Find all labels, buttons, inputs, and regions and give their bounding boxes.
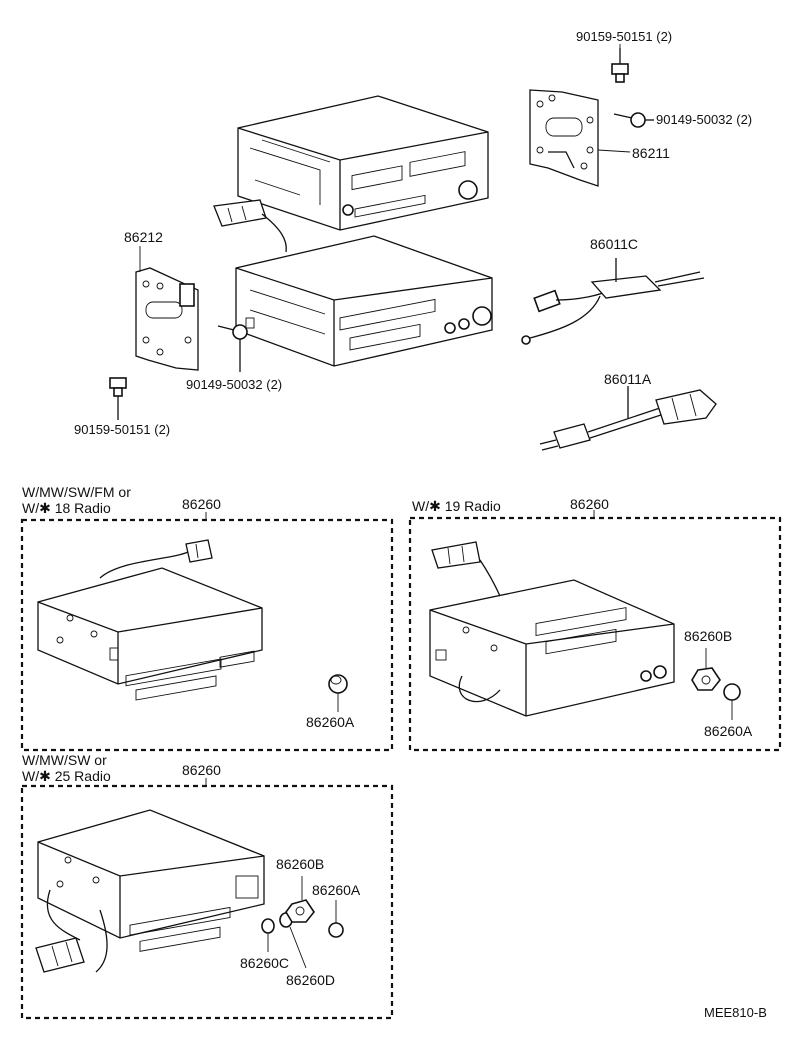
label-screw-left: 90149-50032 (2) [186,377,282,392]
radio-unit-box1 [37,539,263,701]
box-2-knob-b-label: 86260B [684,628,732,644]
box-1-frame [20,518,394,752]
bolt-left [109,377,127,420]
knob-86260b-box2 [691,648,721,691]
box-2-knob-a-label: 86260A [704,723,753,739]
box-3-knob-b-label: 86260B [276,856,324,872]
box-2-frame [408,516,782,752]
bracket-left [135,267,199,371]
radio-unit-box2 [429,541,675,717]
harness-86011c [521,258,705,345]
knob-86260a-box2 [723,683,741,720]
label-harness-86011a: 86011A [604,371,652,387]
harness-86011a [539,386,717,451]
label-harness-86011c: 86011C [590,236,638,252]
box-1-knob-a-label: 86260A [306,714,355,730]
label-bolt-top: 90159-50151 (2) [576,29,672,44]
knob-86260a-box3 [328,900,344,938]
radio-unit-upper [237,95,489,231]
label-bolt-left: 90159-50151 (2) [74,422,170,437]
label-bracket-86211: 86211 [632,145,670,161]
box-3-part-label: 86260 [182,762,221,778]
knob-86260c-box3 [261,918,275,952]
knob-86260a-box1 [328,674,348,712]
diagram-code: MEE810-B [704,1005,767,1020]
bolt-top [611,48,629,83]
screw-right [613,112,654,128]
box-2-title-line1: W/✱ 19 Radio [412,498,501,514]
box-3-title-line2: W/✱ 25 Radio [22,768,111,784]
box-1-title-line1: W/MW/SW/FM or [22,484,131,500]
label-bracket-86212: 86212 [124,229,163,245]
box-3-knob-c-label: 86260C [240,955,289,971]
box-1-title-line2: W/✱ 18 Radio [22,500,111,516]
label-screw-right: 90149-50032 (2) [656,112,752,127]
radio-unit-box3 [35,809,265,973]
bracket-right [529,89,599,187]
box-3-title-line1: W/MW/SW or [22,752,107,768]
box-3-frame [20,784,394,1020]
knob-86260b-box3 [285,876,315,923]
screw-left [217,324,248,372]
box-3-knob-a-label: 86260A [312,882,361,898]
box-2-part-label: 86260 [570,496,609,512]
connector-upper [213,199,287,253]
box-1-part-label: 86260 [182,496,221,512]
box-3-knob-d-label: 86260D [286,972,335,988]
radio-unit-lower [235,235,493,367]
